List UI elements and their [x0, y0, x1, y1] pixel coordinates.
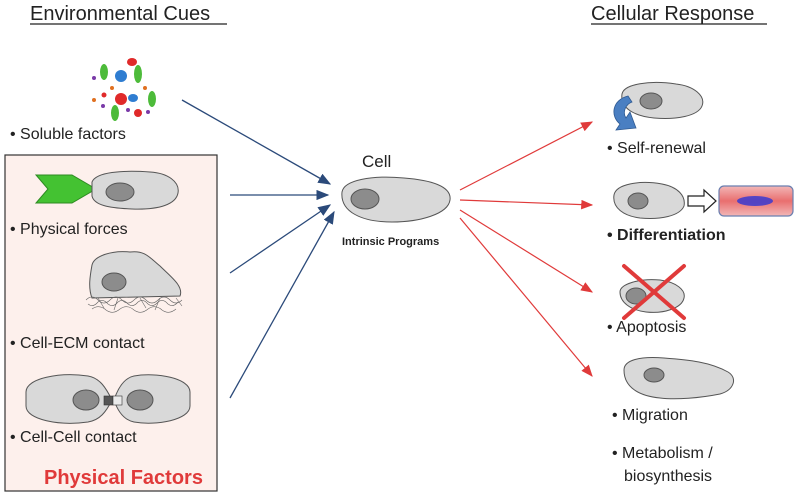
center-cell-title: Cell: [362, 152, 391, 171]
output-arrow-differentiation: [459, 199, 594, 210]
input-arrows: [181, 99, 335, 399]
response-self-renewal: • Self-renewal: [607, 140, 706, 157]
response-differentiation: • Differentiation: [607, 227, 726, 244]
heading-environmental-cues: Environmental Cues: [30, 3, 210, 25]
physical-factors-box: [4, 154, 218, 492]
apoptosis-nucleus-icon: [625, 287, 647, 305]
differentiated-nucleus-icon: [737, 196, 773, 206]
output-arrows: [459, 121, 594, 377]
output-arrow-self-renewal: [459, 121, 594, 191]
cell-cell-left-nucleus-icon: [72, 389, 100, 411]
response-biosynthesis: biosynthesis: [624, 468, 712, 485]
migration-nucleus-icon: [643, 367, 665, 383]
input-arrow-soluble: [181, 99, 332, 185]
ecm-nucleus-icon: [101, 272, 127, 292]
migration-cell-icon: [623, 357, 735, 400]
output-arrow-apoptosis: [459, 209, 594, 293]
cue-cell-cell-contact: • Cell-Cell contact: [10, 429, 137, 446]
response-metabolism: • Metabolism /: [612, 445, 713, 462]
input-arrow-cell-cell: [229, 210, 335, 399]
cue-cell-ecm-contact: • Cell-ECM contact: [10, 335, 145, 352]
self-renewal-arrow-icon: [613, 95, 637, 131]
self-renewal-nucleus-icon: [639, 92, 663, 110]
cell-cell-right-nucleus-icon: [126, 389, 154, 411]
apoptosis-cross-icon: [622, 264, 686, 320]
response-migration: • Migration: [612, 407, 688, 424]
force-arrow-icon: [34, 174, 97, 204]
response-apoptosis: • Apoptosis: [607, 319, 686, 336]
center-nucleus-icon: [350, 188, 380, 210]
center-intrinsic-programs: Intrinsic Programs: [342, 236, 439, 248]
cue-soluble-factors: • Soluble factors: [10, 126, 126, 143]
physical-factors-label: Physical Factors: [44, 467, 203, 489]
input-arrow-cell-ecm: [229, 204, 332, 274]
physical-forces-nucleus-icon: [105, 182, 135, 202]
cue-physical-forces: • Physical forces: [10, 221, 128, 238]
output-arrow-migration: [459, 217, 593, 377]
differentiation-arrow-icon: [687, 188, 717, 214]
differentiation-cell-icon: [613, 181, 685, 219]
cell-junction-icon: [103, 395, 123, 406]
center-cell-icon: [341, 176, 451, 223]
soluble-factors-icon: [92, 58, 156, 121]
heading-cellular-response: Cellular Response: [591, 3, 754, 25]
differentiation-nucleus-icon: [627, 192, 649, 210]
physical-forces-cell-icon: [91, 170, 179, 210]
ecm-fibers-icon: [85, 296, 183, 313]
